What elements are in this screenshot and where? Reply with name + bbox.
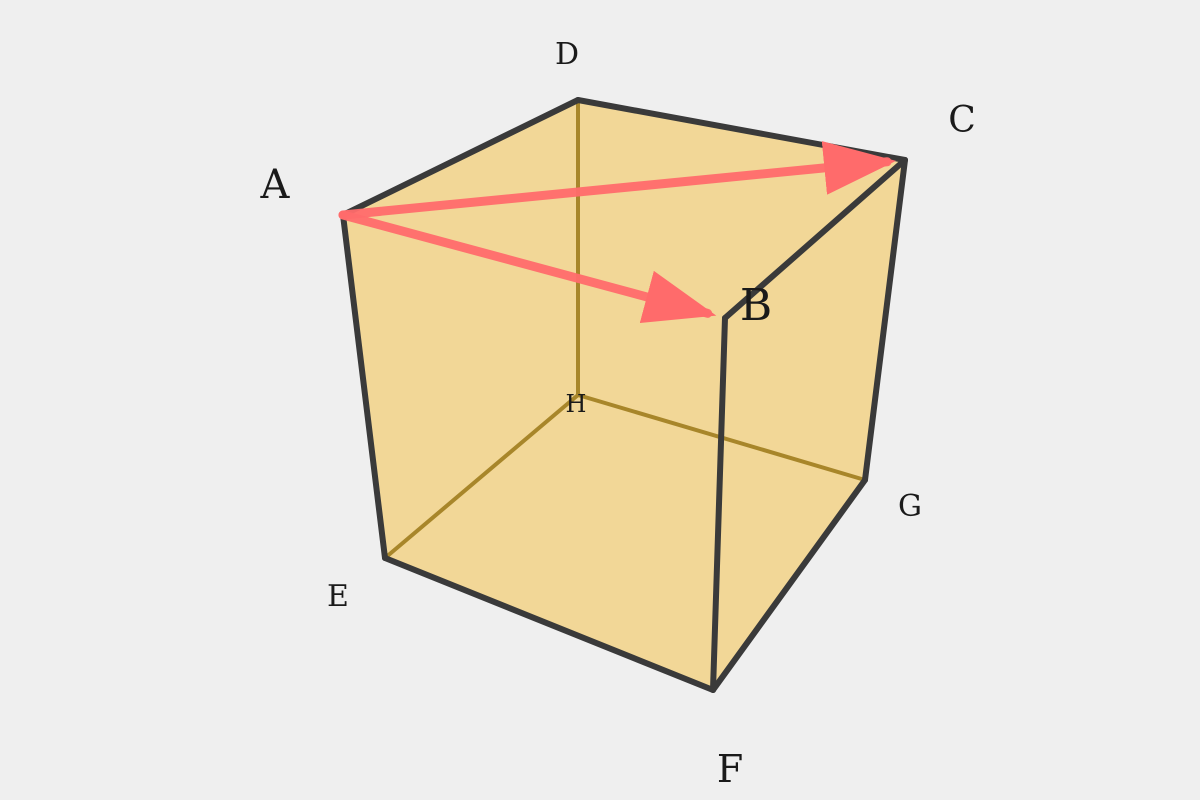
face-right xyxy=(713,160,905,690)
label-h: H xyxy=(566,390,587,418)
edge-a-d xyxy=(340,97,581,218)
edge-h-e xyxy=(383,393,580,560)
edge-e-f xyxy=(382,555,716,693)
label-d: D xyxy=(555,37,579,72)
label-f: F xyxy=(717,747,743,791)
face-top xyxy=(343,100,905,318)
vectors xyxy=(338,141,897,323)
face-bottom xyxy=(385,395,865,690)
edge-b-f xyxy=(710,315,728,693)
label-c: C xyxy=(948,100,976,141)
label-g: G xyxy=(898,489,922,524)
vector-a-b xyxy=(338,210,717,323)
edge-c-g xyxy=(862,157,908,483)
label-b: B xyxy=(740,280,772,331)
face-front xyxy=(343,215,725,690)
label-a: A xyxy=(260,162,291,208)
edge-a-e xyxy=(340,212,388,561)
face-back xyxy=(578,100,905,480)
label-e: E xyxy=(327,579,349,614)
vertex-labels: A B C D E F G H xyxy=(260,37,976,791)
vector-a-c xyxy=(338,141,897,220)
edge-f-g xyxy=(710,477,868,693)
